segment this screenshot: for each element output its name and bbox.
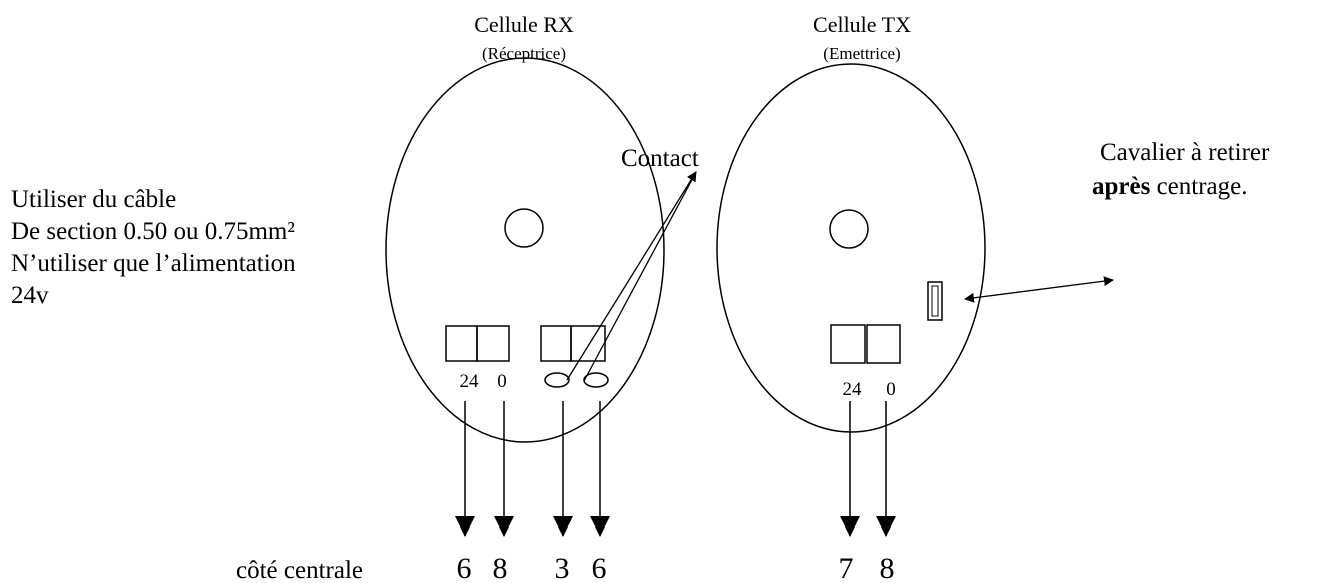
rx-arrowhead-0: [494, 516, 514, 536]
rx-arrowhead-24: [455, 516, 475, 536]
rx-subtitle: (Réceptrice): [482, 44, 566, 63]
tx-terminal-0: [866, 324, 901, 364]
bottom-side-label: côté centrale: [236, 557, 363, 583]
contact-label: Contact: [621, 145, 699, 172]
contact-leader-line-2: [583, 173, 696, 382]
cavalier-arrow: [964, 276, 1114, 303]
cavalier-note-bold: après: [1092, 173, 1151, 200]
instruction-line-2: De section 0.50 ou 0.75mm²: [11, 218, 295, 245]
rx-contact-terminal-2: [570, 325, 606, 362]
rx-arrowhead-contact-2: [590, 516, 610, 536]
instruction-line-3: N’utiliser que l’alimentation: [11, 250, 296, 277]
rx-cell-body: [385, 57, 665, 443]
tx-arrowhead-0: [876, 516, 896, 536]
rx-terminal-0-label: 0: [497, 371, 507, 392]
tx-terminal-24: [830, 324, 866, 364]
rx-contact-terminal-1: [540, 325, 572, 362]
instruction-line-4: 24v: [11, 282, 49, 309]
cable-instructions: Utiliser du câble De section 0.50 ou 0.7…: [11, 184, 296, 312]
tx-title: Cellule TX: [813, 12, 911, 37]
rx-title: Cellule RX: [474, 12, 574, 37]
rx-output-number-1: 6: [457, 552, 472, 583]
cavalier-note-line1: Cavalier à retirer: [1100, 139, 1270, 166]
tx-cell-body: [716, 63, 986, 433]
contact-leader-line-1: [566, 171, 697, 381]
tx-subtitle: (Emettrice): [823, 44, 900, 63]
rx-contact-ring-1: [544, 372, 570, 388]
rx-lens: [504, 208, 544, 248]
tx-arrowhead-24: [840, 516, 860, 536]
rx-output-number-2: 8: [493, 552, 508, 583]
rx-output-number-3: 3: [555, 552, 570, 583]
tx-output-number-1: 7: [839, 552, 854, 583]
cavalier-note-line2: après centrage.: [1092, 173, 1247, 200]
rx-terminal-24: [445, 325, 478, 362]
rx-output-number-4: 6: [592, 552, 607, 583]
tx-cavalier: [927, 281, 943, 321]
tx-terminal-0-label: 0: [886, 379, 896, 400]
tx-cavalier-inner: [931, 285, 939, 317]
rx-terminal-0: [476, 325, 510, 362]
tx-output-number-2: 8: [880, 552, 895, 583]
rx-arrowhead-contact-1: [553, 516, 573, 536]
cavalier-note-rest: centrage.: [1150, 173, 1247, 200]
tx-terminal-24-label: 24: [843, 379, 863, 400]
instruction-line-1: Utiliser du câble: [11, 186, 177, 213]
tx-lens: [829, 209, 869, 249]
rx-terminal-24-label: 24: [460, 371, 480, 392]
